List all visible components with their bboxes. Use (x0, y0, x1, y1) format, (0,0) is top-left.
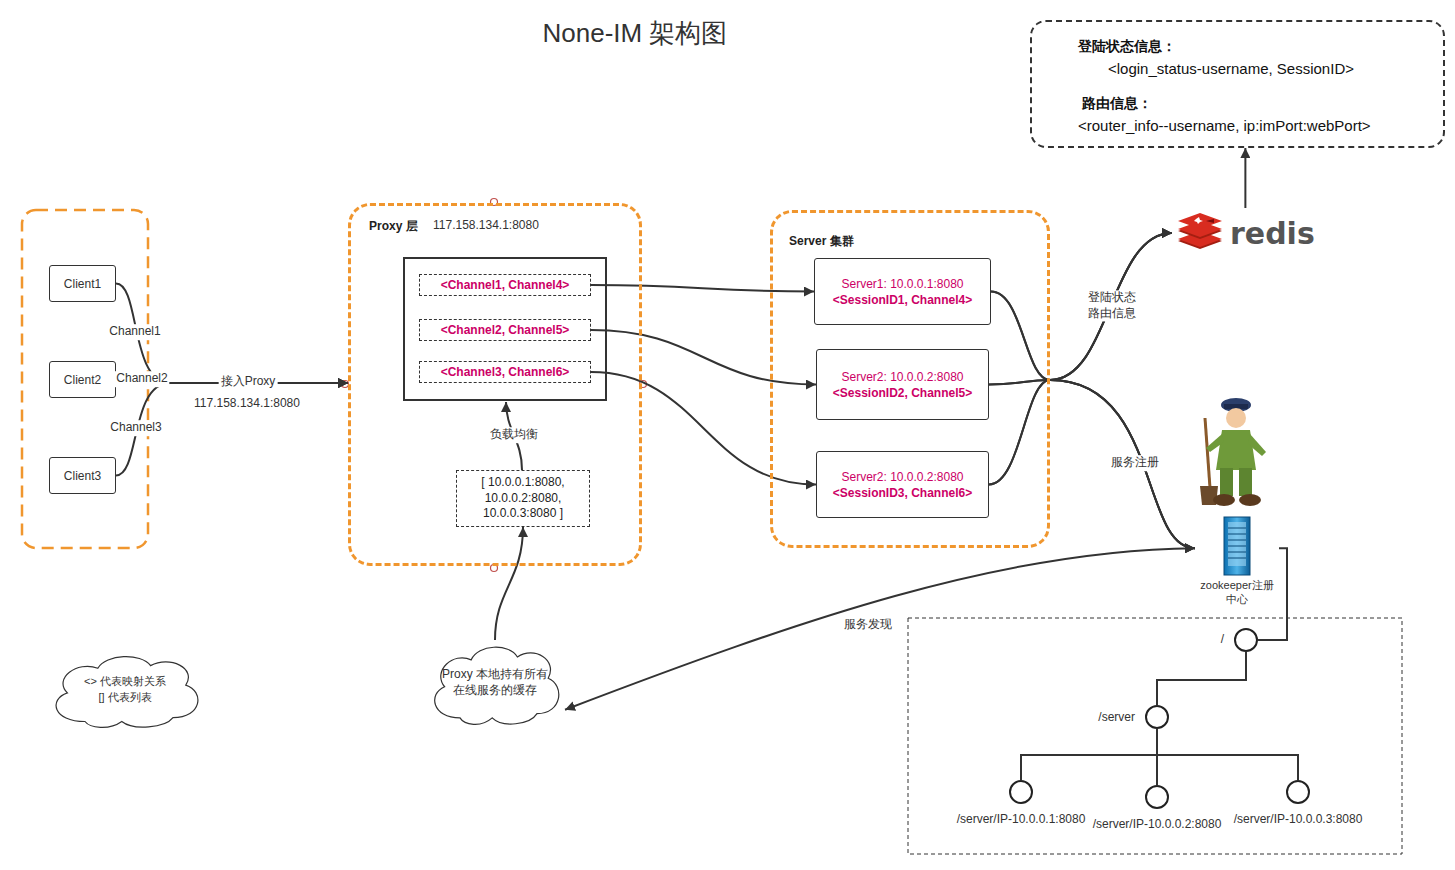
node-text: <Channel3, Channel6> (441, 365, 570, 379)
node-text: Client3 (64, 469, 101, 483)
server-cluster: Server 集群 Server1: 10.0.0.1:8080 <SessionI… (770, 210, 1050, 548)
node-text: [] 代表列表 (98, 690, 151, 705)
redis-logo (1176, 213, 1224, 253)
connector (989, 380, 1195, 548)
tree-node: /server (1145, 705, 1169, 729)
registry-node: zookeeper注册中心 (1195, 516, 1279, 608)
node-text: Proxy 本地持有所有在线服务的缓存 (439, 667, 551, 698)
node-text: /server/IP-10.0.0.1:8080 (957, 812, 1086, 826)
zk-tree-frame (908, 618, 1402, 854)
connector (1244, 148, 1246, 208)
redis-node: redis (1172, 208, 1319, 258)
zookeeper-mascot (1213, 494, 1235, 506)
node-text: 117.158.134.1:8080 (433, 218, 539, 232)
annotation-label: 接入Proxy (219, 374, 278, 390)
connector (1021, 729, 1157, 780)
annotation-label: 117.158.134.1:8080 (192, 396, 302, 412)
annotation-label: 负载均衡 (488, 427, 540, 443)
node-text: /server/IP-10.0.0.2:8080 (1093, 817, 1222, 831)
channel-map-box: <Channel2, Channel5> (419, 319, 591, 341)
edge-label: Channel2 (114, 371, 169, 387)
connector (591, 372, 816, 485)
connector (1157, 729, 1298, 780)
zookeeper-mascot (1239, 494, 1261, 506)
connector (1157, 652, 1246, 705)
node-text: Server 集群 (789, 233, 854, 250)
tree-node: /server/IP-10.0.0.2:8080 (1145, 785, 1169, 809)
server-box: Server1: 10.0.0.1:8080 <SessionID1, Chann… (814, 258, 991, 325)
node-text: /server (1098, 710, 1135, 724)
tree-node: /server/IP-10.0.0.1:8080 (1009, 780, 1033, 804)
info-panel: 登陆状态信息： <login_status-username, SessionID… (1030, 20, 1445, 148)
zookeeper-mascot (1248, 434, 1266, 456)
channel-map-box: <Channel3, Channel6> (419, 361, 591, 383)
channel-table (404, 258, 606, 400)
zookeeper-mascot (1200, 398, 1266, 506)
node-text: 路由信息： (1082, 95, 1443, 113)
server-list-box: [ 10.0.0.1:8080, 10.0.0.2:8080, 10.0.0.3… (456, 470, 590, 527)
node-text: zookeeper注册中心 (1199, 578, 1275, 607)
node-text: redis (1230, 216, 1315, 251)
edge-label: 服务注册 (1109, 455, 1161, 471)
connector (991, 233, 1172, 380)
channel-map-box: <Channel1, Channel4> (419, 274, 591, 296)
node-text: Server2: 10.0.0.2:8080 (841, 370, 963, 384)
zookeeper-mascot (1205, 418, 1210, 488)
node-text: /server/IP-10.0.0.3:8080 (1234, 812, 1363, 826)
node-text: <SessionID2, Channel5> (833, 386, 972, 400)
connector (591, 285, 814, 292)
client-box: Client3 (49, 457, 116, 494)
zookeeper-mascot (1226, 408, 1246, 428)
node-text: <Channel2, Channel5> (441, 323, 570, 337)
tree-node: /server/IP-10.0.0.3:8080 (1286, 780, 1310, 804)
node-text: <router_info--username, ip:imPort:webPor… (1078, 117, 1443, 134)
cache-cloud: Proxy 本地持有所有在线服务的缓存 (425, 640, 565, 725)
edge-label: 服务发现 (842, 617, 894, 633)
node-text: Client1 (64, 277, 101, 291)
node-text: [ 10.0.0.1:8080, 10.0.0.2:8080, 10.0.0.3… (467, 475, 579, 522)
zookeeper-mascot (1206, 434, 1224, 452)
connector (495, 527, 523, 640)
tree-node: / (1234, 628, 1258, 652)
edge-label: Channel3 (108, 420, 163, 436)
node-text: / (1221, 632, 1224, 646)
node-text: Server1: 10.0.0.1:8080 (841, 277, 963, 291)
server-tower-icon (1221, 516, 1253, 578)
diagram-title: None-IM 架构图 (543, 16, 728, 51)
server-box: Server2: 10.0.0.2:8080 <SessionID2, Chann… (816, 349, 989, 420)
connector (989, 233, 1172, 385)
client-box: Client1 (49, 265, 116, 302)
node-text: Client2 (64, 373, 101, 387)
legend-cloud: <> 代表映射关系[] 代表列表 (45, 650, 205, 728)
client-box: Client2 (49, 361, 116, 398)
server-box: Server2: 10.0.0.2:8080 <SessionID3, Chann… (816, 451, 989, 518)
node-text: 登陆状态信息： (1078, 38, 1443, 56)
connector (989, 380, 1195, 548)
edge-label: Channel1 (107, 324, 162, 340)
node-text: <SessionID1, Channel4> (833, 293, 972, 307)
connector (565, 548, 1195, 710)
node-text: Server2: 10.0.0.2:8080 (841, 470, 963, 484)
node-text: <SessionID3, Channel6> (833, 486, 972, 500)
connector (991, 292, 1195, 549)
zookeeper-mascot (1220, 468, 1233, 496)
edge-label: 登陆状态 路由信息 (1084, 290, 1140, 321)
node-text: <login_status-username, SessionID> (1108, 60, 1443, 77)
zookeeper-mascot (1239, 468, 1252, 496)
port-dot (342, 199, 647, 572)
node-text: <> 代表映射关系 (84, 674, 166, 689)
node-text: Proxy 层 (369, 218, 418, 235)
proxy-layer: Proxy 层 117.158.134.1:8080 <Channel1, Chan… (348, 203, 642, 566)
cloud-outline (45, 650, 205, 728)
node-text: <Channel1, Channel4> (441, 278, 570, 292)
